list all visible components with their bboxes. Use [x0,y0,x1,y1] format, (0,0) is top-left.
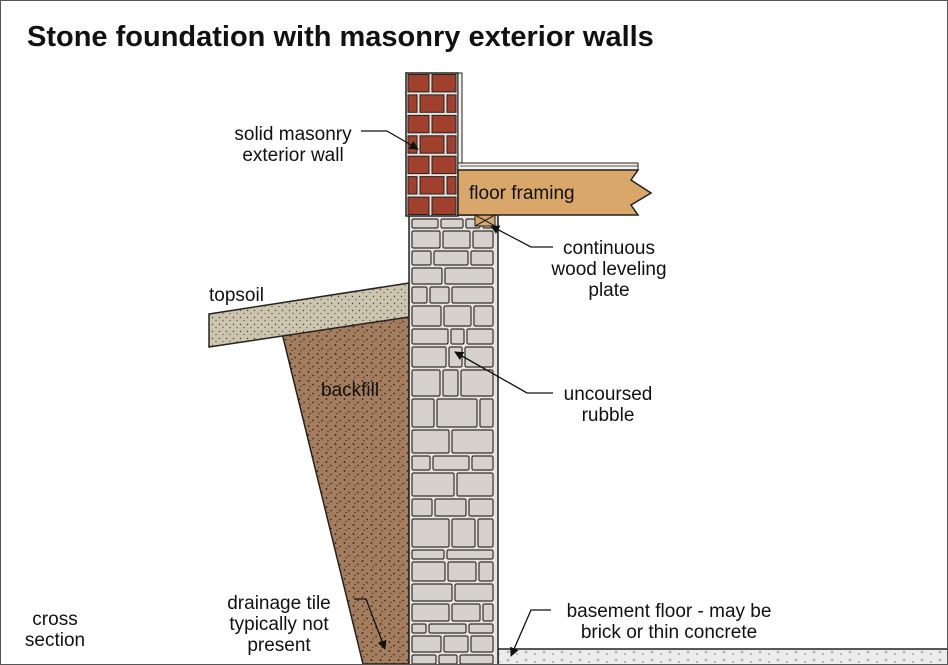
leader-drainage [354,598,387,650]
rubble-stone [464,346,494,368]
rubble-stone [451,603,481,622]
label-cross-section: cross section [24,609,86,651]
rubble-stone [411,267,443,285]
rubble-stone [411,455,431,471]
rubble-stone [443,305,472,327]
rubble-stone [450,328,465,345]
rubble-stone [482,603,494,622]
rubble-stone [440,218,464,229]
rubble-stone [429,286,450,304]
brick [407,155,430,175]
label-basement-floor: basement floor - may be brick or thin co… [566,601,772,643]
rubble-stone [459,654,494,664]
rubble-stone [468,498,494,517]
rubble-stone [411,583,453,602]
rubble-stone [411,369,441,397]
rubble-stone [444,267,494,285]
leader-rubble [454,351,553,394]
rubble-stone [411,498,433,517]
rubble-stone [438,654,458,664]
brick [407,176,418,195]
brick [407,196,430,216]
rubble-stone [434,498,467,517]
rubble-stone [428,623,467,634]
rubble-stone [468,623,494,634]
label-backfill: backfill [321,380,380,401]
brick [431,114,457,134]
rubble-stone [456,472,494,497]
rubble-stone [470,635,494,653]
rubble-stone [411,429,450,454]
rubble-stone [446,549,494,560]
rubble-stone [411,230,441,249]
rubble-stone [472,230,494,249]
rubble-stone [466,328,494,345]
rubble-stone [432,455,470,471]
rubble-stone [447,561,477,582]
rubble-stone [442,230,471,249]
brick [407,74,430,93]
rubble-stone [451,518,476,548]
rubble-stone [436,398,478,428]
rubble-stone [411,472,455,497]
rubble-stone [411,603,450,622]
rubble-stone [411,561,446,582]
rubble-stone [451,286,494,304]
floor-joist [457,169,653,216]
brick [419,176,445,195]
rubble-stone [471,455,494,471]
rubble-stone [460,369,494,397]
rubble-stone [470,250,494,266]
label-solid-masonry-exterior-wall: solid masonry exterior wall [234,124,352,166]
brick [446,135,457,154]
brick [419,135,445,154]
rubble-stone [451,429,494,454]
rubble-stone [411,286,428,304]
rubble-stone [448,346,463,368]
rubble-stone [473,305,494,327]
label-floor-framing: floor framing [469,183,575,204]
rubble-stone [411,398,435,428]
rubble-stone [411,218,439,229]
subfloor [457,162,639,171]
rubble-stone [411,250,432,266]
brick [431,196,457,216]
brick [431,155,457,175]
rubble-stone [433,250,469,266]
rubble-stone [442,369,459,397]
brick [446,94,457,113]
label-continuous-wood-leveling-plate: continuous wood leveling plate [551,238,667,301]
brick [446,176,457,195]
label-topsoil: topsoil [209,285,264,306]
brick [407,94,418,113]
rubble-stone [411,328,449,345]
leader-leveling-plate [490,225,553,248]
label-drainage-tile: drainage tile typically not present [227,593,331,656]
rubble-stone [411,518,450,548]
brick [407,114,430,134]
rubble-stone [411,623,427,634]
label-uncoursed-rubble: uncoursed rubble [563,384,653,426]
rubble-stone [411,654,437,664]
rubble-stone [478,561,494,582]
rubble-stone [479,398,494,428]
rubble-stone [477,518,494,548]
bricks [407,74,457,216]
rubble-stone [443,635,469,653]
leader-solid-masonry [361,130,419,150]
diagram-title: Stone foundation with masonry exterior w… [27,21,654,53]
brick [419,94,445,113]
rubble-stone [454,583,494,602]
leader-basement-floor [510,609,551,657]
interior-sheathing [457,72,463,170]
brick [431,74,457,93]
rubble-stone [411,346,447,368]
rubble-stone [411,305,442,327]
rubble-stone [411,549,445,560]
rubble-stone [411,635,442,653]
